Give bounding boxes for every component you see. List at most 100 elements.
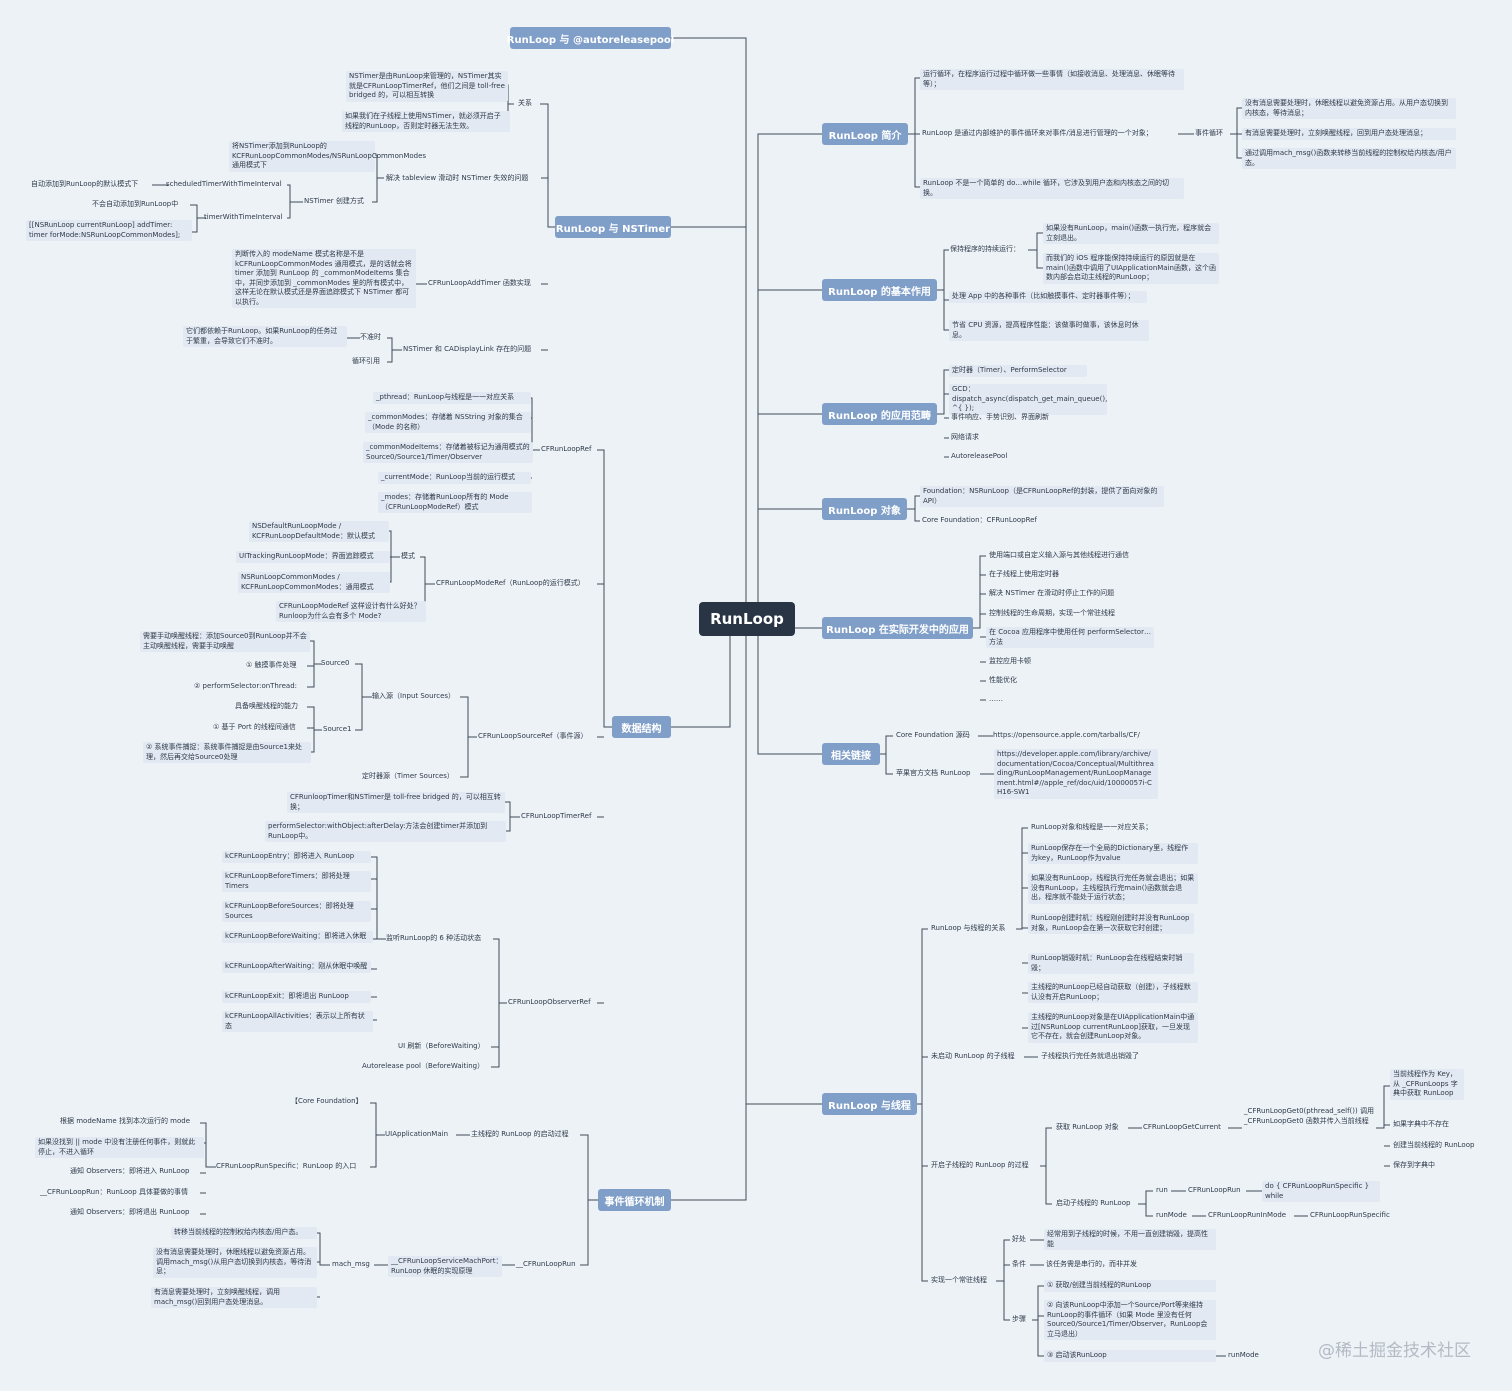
node-mode-question[interactable]: CFRunLoopModeRef 这样设计有什么好处？Runloop为什么会有多…	[276, 601, 426, 622]
node-mach-2[interactable]: 没有消息需要处理时，休眠线程以避免资源占用。调用mach_msg()从用户态切换…	[153, 1247, 317, 1278]
node-spec-4[interactable]: __CFRunLoopRun：RunLoop 具体要做的事情	[40, 1188, 188, 1196]
node-cadisplaylink[interactable]: NSTimer 和 CADisplayLink 存在的问题	[403, 345, 532, 353]
node-tableview-a[interactable]: 将NSTimer添加到RunLoop的KCFRunLoopCommonModes…	[229, 141, 426, 172]
node-act-1[interactable]: kCFRunLoopEntry：即将进入 RunLoop	[222, 851, 371, 863]
node-tr-4[interactable]: RunLoop创建时机：线程刚创建时并没有RunLoop对象，RunLoop会在…	[1028, 913, 1194, 934]
node-uiapplicationmain[interactable]: UIApplicationMain	[385, 1130, 449, 1138]
node-step-2[interactable]: ② 向该RunLoop中添加一个Source/Port等来维持RunLoop的事…	[1044, 1300, 1216, 1340]
node-runmode[interactable]: runMode	[1156, 1211, 1187, 1219]
node-runspecific-2[interactable]: CFRunLoopRunSpecific	[1310, 1211, 1390, 1219]
node-get0[interactable]: _CFRunLoopGet0(pthread_self()) 调用 _CFRun…	[1244, 1107, 1374, 1125]
branch-links[interactable]: 相关链接	[822, 743, 880, 765]
node-scope-1[interactable]: 定时器（Timer）、PerformSelector	[949, 365, 1087, 377]
node-step-3[interactable]: ③ 启动该RunLoop	[1044, 1350, 1216, 1362]
node-relation-a[interactable]: NSTimer是由RunLoop来管理的，NSTimer其实就是CFRunLoo…	[346, 71, 508, 102]
node-link-cf[interactable]: Core Foundation 源码	[896, 731, 970, 739]
node-tr-3[interactable]: 如果没有RunLoop，线程执行完任务就会退出；如果没有RunLoop，主线程执…	[1028, 873, 1198, 904]
node-addtimer-a[interactable]: 判断传入的 modeName 模式名称是不是 kCFRunLoopCommonM…	[232, 249, 416, 308]
node-cfrunloopref[interactable]: CFRunLoopRef	[541, 445, 592, 453]
node-source0-2[interactable]: ② performSelector:onThread:	[194, 682, 297, 690]
node-timerwith-a[interactable]: 不会自动添加到RunLoop中	[92, 200, 179, 208]
node-get-current[interactable]: CFRunLoopGetCurrent	[1143, 1123, 1221, 1131]
node-basic-3[interactable]: 节省 CPU 资源，提高程序性能：该做事时做事，该休息时休息。	[949, 320, 1149, 341]
node-mode-3[interactable]: NSRunLoopCommonModes / KCFRunLoopCommonM…	[238, 572, 390, 593]
node-practice-8[interactable]: ……	[989, 695, 1003, 703]
node-spec-3[interactable]: 通知 Observers：即将进入 RunLoop	[70, 1167, 190, 1175]
node-benefit[interactable]: 好处	[1012, 1235, 1026, 1243]
node-practice-6[interactable]: 监控应用卡顿	[989, 657, 1031, 665]
node-resident[interactable]: 实现一个常驻线程	[931, 1276, 987, 1284]
node-source0-1[interactable]: ① 触摸事件处理	[246, 661, 297, 669]
node-cfobserver[interactable]: CFRunLoopObserverRef	[508, 998, 591, 1006]
node-tableview[interactable]: 解决 tableview 滑动时 NSTimer 失效的问题	[386, 174, 529, 182]
node-act-2[interactable]: kCFRunLoopBeforeTimers：即将处理 Timers	[222, 871, 371, 892]
node-inaccurate[interactable]: 不准时	[360, 333, 381, 341]
node-scope-4[interactable]: 网络请求	[951, 433, 979, 441]
node-practice-7[interactable]: 性能优化	[989, 676, 1017, 684]
branch-thread[interactable]: RunLoop 与线程	[822, 1093, 917, 1115]
node-object-1[interactable]: Foundation：NSRunLoop（是CFRunLoopRef的封装，提供…	[920, 486, 1164, 507]
node-source1-0[interactable]: 具备唤醒线程的能力	[235, 702, 298, 710]
node-act-3[interactable]: kCFRunLoopBeforeSources：即将处理 Sources	[222, 901, 371, 922]
node-spec-1[interactable]: 根据 modeName 找到本次运行的 mode	[60, 1117, 191, 1125]
node-act-5[interactable]: kCFRunLoopAfterWaiting：刚从休眠中唤醒	[222, 961, 371, 973]
branch-basic-role[interactable]: RunLoop 的基本作用	[822, 279, 937, 301]
node-get0-4[interactable]: 保存到字典中	[1393, 1161, 1435, 1169]
node-mode-2[interactable]: UITrackingRunLoopMode：界面追踪模式	[236, 551, 390, 563]
node-practice-5[interactable]: 在 Cocoa 应用程序中使用任何 performSelector… 方法	[986, 627, 1154, 648]
node-practice-3[interactable]: 解决 NSTimer 在滑动时停止工作的问题	[989, 589, 1115, 597]
node-runinmode[interactable]: CFRunLoopRunInMode	[1208, 1211, 1287, 1219]
node-act-6[interactable]: kCFRunLoopExit：即将退出 RunLoop	[222, 991, 371, 1003]
node-thread-relation[interactable]: RunLoop 与线程的关系	[931, 924, 1006, 932]
node-event-3[interactable]: 通过调用mach_msg()函数来转移当前线程的控制权给内核态/用户态。	[1242, 148, 1456, 169]
node-do-specific[interactable]: do { CFRunLoopRunSpecific } while	[1262, 1181, 1380, 1202]
node-intro-1[interactable]: 运行循环，在程序运行过程中循环做一些事情（如接收消息、处理消息、休眠等待等）；	[920, 69, 1184, 90]
node-cfsource[interactable]: CFRunLoopSourceRef（事件源）	[478, 732, 588, 740]
node-spec-5[interactable]: 通知 Observers：即将退出 RunLoop	[70, 1208, 190, 1216]
node-keep-2[interactable]: 而我们的 iOS 程序能保持持续运行的原因就是在main()函数中调用了UIAp…	[1043, 253, 1219, 284]
node-cfrunlooprun[interactable]: __CFRunLoopRun	[516, 1260, 576, 1268]
node-spec-2[interactable]: 如果没找到 || mode 中没有注册任何事件，则就此停止，不进入循环	[35, 1137, 204, 1158]
node-inaccurate-a[interactable]: 它们都依赖于RunLoop。如果RunLoop的任务过于繁重，会导致它们不准时。	[183, 326, 347, 347]
node-intro-3[interactable]: RunLoop 不是一个简单的 do…while 循环，它涉及到用户态和内核态之…	[920, 178, 1184, 199]
node-cfrunlooprun-fn[interactable]: CFRunLoopRun	[1188, 1186, 1241, 1194]
node-source1-1[interactable]: ① 基于 Port 的线程间通信	[213, 723, 296, 731]
node-intro-2[interactable]: RunLoop 是通过内部维护的事件循环来对事件/消息进行管理的一个对象；	[922, 129, 1153, 137]
node-source1[interactable]: Source1	[323, 725, 352, 733]
node-create[interactable]: NSTimer 创建方式	[304, 197, 364, 205]
node-cftimer[interactable]: CFRunLoopTimerRef	[521, 812, 592, 820]
node-relation-b[interactable]: 如果我们在子线程上使用NSTimer，就必须开启子线程的RunLoop，否则定时…	[342, 111, 510, 132]
node-object-2[interactable]: Core Foundation：CFRunLoopRef	[922, 516, 1037, 524]
node-practice-4[interactable]: 控制线程的生命周期，实现一个常驻线程	[989, 609, 1115, 617]
node-scheduled[interactable]: scheduledTimerWithTimeInterval	[166, 180, 282, 188]
node-mach-3[interactable]: 有消息需要处理时，立刻唤醒线程，调用mach_msg()回到用户态处理消息。	[151, 1287, 317, 1308]
branch-object[interactable]: RunLoop 对象	[822, 498, 907, 520]
node-modes[interactable]: 模式	[401, 552, 415, 560]
node-step-1[interactable]: ① 获取/创建当前线程的RunLoop	[1044, 1280, 1216, 1292]
node-event-1[interactable]: 没有消息需要处理时，休眠线程以避免资源占用。从用户态切换到内核态，等待消息；	[1242, 98, 1456, 119]
node-servicemachport[interactable]: __CFRunLoopServiceMachPort：RunLoop 休眠的实现…	[388, 1256, 502, 1277]
node-tr-1[interactable]: RunLoop对象和线程是一一对应关系；	[1031, 823, 1153, 831]
node-core-foundation[interactable]: 【Core Foundation】	[291, 1097, 363, 1105]
branch-data-structures[interactable]: 数据结构	[612, 716, 671, 738]
node-tr-5[interactable]: RunLoop销毁时机：RunLoop会在线程结束时销毁；	[1028, 953, 1194, 974]
node-tr-6[interactable]: 主线程的RunLoop已经自动获取（创建），子线程默认没有开启RunLoop；	[1028, 982, 1198, 1003]
branch-intro[interactable]: RunLoop 简介	[822, 123, 908, 145]
node-timerwith-b[interactable]: [[NSRunLoop currentRunLoop] addTimer: ti…	[26, 220, 192, 241]
node-get0-1[interactable]: 当前线程作为 Key，从 _CFRunLoops 字典中获取 RunLoop	[1390, 1069, 1464, 1100]
node-cftimer-2[interactable]: performSelector:withObject:afterDelay:方法…	[265, 821, 506, 842]
node-tr-2[interactable]: RunLoop保存在一个全局的Dictionary里，线程作为key，RunLo…	[1028, 843, 1198, 864]
node-source0[interactable]: Source0	[321, 659, 350, 667]
branch-practice[interactable]: RunLoop 在实际开发中的应用	[822, 617, 973, 639]
node-tr-7[interactable]: 主线程的RunLoop对象是在UIApplicationMain中通过[NSRu…	[1028, 1012, 1198, 1043]
node-timerwith[interactable]: timerWithTimeInterval	[204, 213, 283, 221]
node-act-7[interactable]: kCFRunLoopAllActivities：表示以上所有状态	[222, 1011, 373, 1032]
node-mach-msg[interactable]: mach_msg	[332, 1260, 370, 1268]
node-ui-refresh[interactable]: UI 刷新（BeforeWaiting）	[398, 1042, 485, 1050]
node-mach-1[interactable]: 转移当前线程的控制权给内核态/用户态。	[171, 1227, 317, 1239]
node-link-apple[interactable]: 苹果官方文档 RunLoop	[896, 769, 971, 777]
branch-autoreleasepool[interactable]: RunLoop 与 @autoreleasepool	[507, 27, 674, 49]
node-scope-5[interactable]: AutoreleasePool	[951, 452, 1008, 460]
node-scheduled-a[interactable]: 自动添加到RunLoop的默认模式下	[31, 180, 139, 188]
node-timer-sources[interactable]: 定时器源（Timer Sources）	[362, 772, 454, 780]
